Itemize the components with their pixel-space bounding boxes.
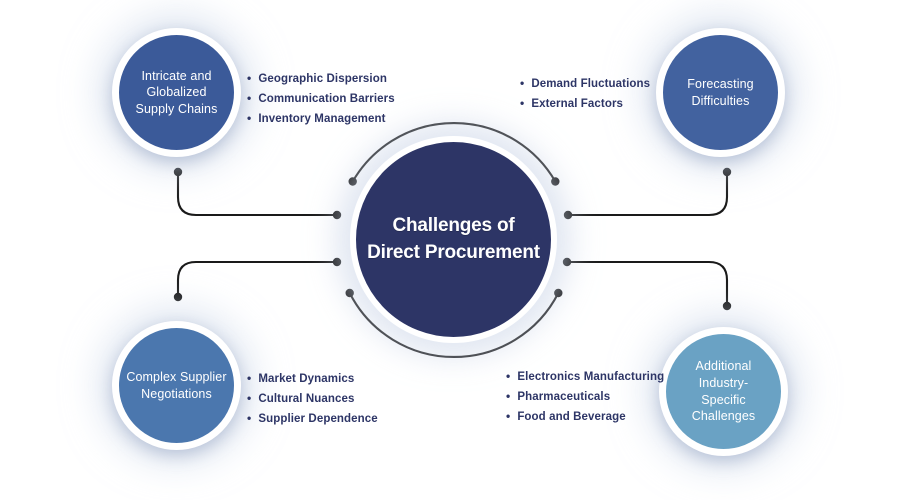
node-label-line: Globalized — [146, 85, 207, 100]
connector-endpoint-dot — [562, 257, 572, 267]
node-label-line: Difficulties — [691, 93, 750, 108]
node-complex-supplier-negotiations: Complex Supplier Negotiations — [112, 321, 241, 450]
bullet-list-additional-industry-challenges: Electronics Manufacturing Pharmaceutical… — [506, 367, 664, 426]
center-label-line: Direct Procurement — [367, 241, 540, 263]
node-label-line: Forecasting — [687, 76, 754, 91]
bullet-item: Supplier Dependence — [247, 409, 378, 429]
node-label-line: Complex Supplier — [126, 369, 227, 384]
node-additional-industry-specific-challenges: Additional Industry- Specific Challenges — [659, 327, 788, 456]
center-node-label: Challenges of Direct Procurement — [367, 213, 540, 265]
bullet-item: Communication Barriers — [247, 89, 395, 109]
node-label-line: Supply Chains — [135, 101, 218, 116]
center-node-challenges-of-direct-procurement: Challenges of Direct Procurement — [350, 136, 557, 343]
node-label-line: Negotiations — [141, 386, 212, 401]
node-intricate-and-globalized-supply-chains: Intricate and Globalized Supply Chains — [112, 28, 241, 157]
connector-endpoint-dot — [345, 288, 354, 298]
connector-top-right — [566, 170, 729, 217]
node-label: Additional Industry- Specific Challenges — [692, 358, 756, 425]
bullet-item: Pharmaceuticals — [506, 387, 664, 407]
bullet-item: External Factors — [520, 94, 650, 114]
node-label: Forecasting Difficulties — [687, 76, 753, 109]
node-label: Intricate and Globalized Supply Chains — [136, 68, 218, 118]
bullet-item: Market Dynamics — [247, 369, 378, 389]
connector-endpoint-dot — [563, 210, 573, 220]
connector-endpoint-dot — [332, 257, 342, 267]
node-label: Complex Supplier Negotiations — [126, 369, 226, 402]
connector-top-left — [176, 170, 339, 217]
bullet-item: Geographic Dispersion — [247, 69, 395, 89]
bullet-list-intricate-supply-chains: Geographic Dispersion Communication Barr… — [247, 69, 395, 128]
bullet-list-complex-supplier-negotiations: Market Dynamics Cultural Nuances Supplie… — [247, 369, 378, 428]
connector-bottom-left — [176, 260, 339, 299]
connector-endpoint-dot — [348, 177, 357, 186]
connector-bottom-right — [565, 260, 729, 308]
bullet-item: Demand Fluctuations — [520, 74, 650, 94]
connector-endpoint-dot — [332, 210, 342, 220]
node-label-line: Specific — [701, 392, 746, 407]
bullet-item: Inventory Management — [247, 109, 395, 129]
connector-endpoint-dot — [722, 301, 732, 311]
connector-endpoint-dot — [722, 167, 732, 177]
bullet-item: Electronics Manufacturing — [506, 367, 664, 387]
bullet-list-forecasting-difficulties: Demand Fluctuations External Factors — [520, 74, 650, 114]
node-label-line: Intricate and — [141, 68, 212, 83]
node-label-line: Additional — [695, 359, 752, 374]
connector-endpoint-dot — [554, 288, 563, 298]
connector-endpoint-dot — [551, 177, 560, 186]
bullet-item: Cultural Nuances — [247, 389, 378, 409]
connector-endpoint-dot — [173, 292, 183, 302]
node-label-line: Industry- — [698, 375, 749, 390]
center-label-line: Challenges of — [392, 215, 515, 237]
connector-endpoint-dot — [173, 167, 183, 177]
node-label-line: Challenges — [691, 409, 756, 424]
node-forecasting-difficulties: Forecasting Difficulties — [656, 28, 785, 157]
bullet-item: Food and Beverage — [506, 407, 664, 427]
